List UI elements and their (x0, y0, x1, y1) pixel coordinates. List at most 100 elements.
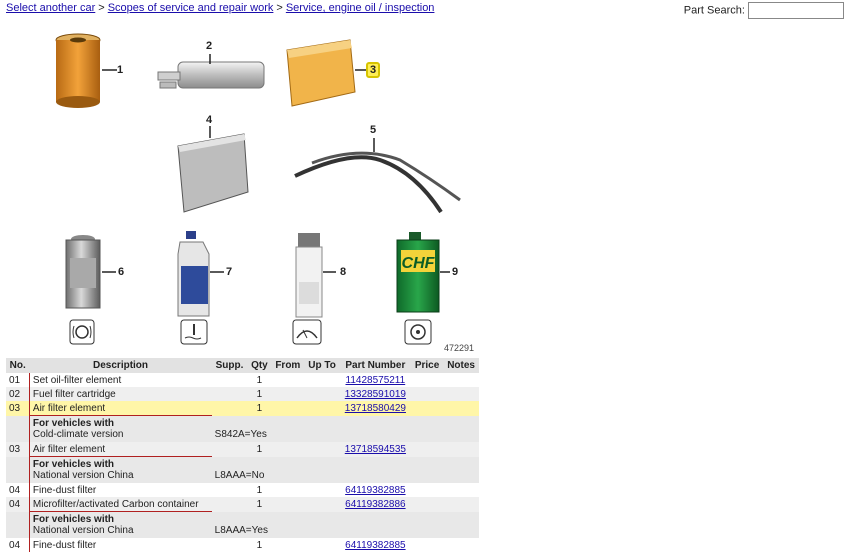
washer-fluid-bottle-illustration (295, 233, 336, 318)
callout-4[interactable]: 4 (206, 114, 213, 126)
parts-table-header: No. Description Supp. Qty From Up To Par… (6, 358, 479, 373)
row-number: 04 (6, 538, 30, 552)
part-number-link[interactable]: 11428575211 (345, 374, 406, 386)
steering-wheel-icon (404, 319, 432, 345)
note-condition: National version China (32, 525, 134, 536)
row-number: 04 (6, 497, 30, 512)
row-supp (211, 387, 248, 401)
fuel-filter-illustration (157, 54, 265, 89)
row-from (271, 401, 305, 416)
row-part-number: 13328591019 (339, 387, 411, 401)
row-part-number: 64119382885 (339, 483, 411, 497)
row-price (410, 401, 444, 416)
row-price (410, 442, 444, 457)
oil-filter-illustration (55, 33, 117, 108)
callout-2[interactable]: 2 (206, 40, 213, 52)
diagram-id: 472291 (444, 343, 475, 353)
callout-8[interactable]: 8 (340, 266, 347, 278)
row-from (271, 442, 305, 457)
note-spacer (6, 456, 30, 483)
col-supp: Supp. (211, 358, 248, 373)
row-qty: 1 (247, 401, 272, 416)
row-supp (211, 483, 248, 497)
callout-7[interactable]: 7 (226, 266, 233, 278)
callout-9[interactable]: 9 (452, 266, 459, 278)
row-price (410, 373, 444, 387)
note-title: For vehicles with (32, 514, 115, 525)
part-number-link[interactable]: 64119382885 (345, 484, 406, 496)
engine-oil-can-illustration (65, 235, 116, 309)
row-qty: 1 (247, 538, 272, 552)
row-supp (211, 538, 248, 552)
row-supp (211, 442, 248, 457)
air-filter-illustration (286, 39, 366, 107)
row-qty: 1 (247, 497, 272, 512)
col-from: From (271, 358, 305, 373)
cabin-filter-illustration (177, 126, 249, 213)
row-supp (211, 497, 248, 512)
row-price (410, 538, 444, 552)
callout-1[interactable]: 1 (117, 64, 124, 76)
note-condition: Cold-climate version (32, 429, 124, 440)
row-qty: 1 (247, 373, 272, 387)
row-upto (304, 483, 340, 497)
row-upto (304, 387, 340, 401)
callout-5[interactable]: 5 (370, 124, 377, 136)
chf-fluid-can-illustration: CHF (396, 232, 450, 313)
part-number-link[interactable]: 13718594535 (344, 443, 406, 455)
callout-3[interactable]: 3 (366, 62, 381, 78)
row-notes (443, 442, 479, 457)
row-notes (443, 538, 479, 552)
row-from (271, 497, 305, 512)
breadcrumb-select-car-link[interactable]: Select another car (6, 2, 96, 14)
row-notes (443, 483, 479, 497)
row-qty: 1 (247, 387, 272, 401)
breadcrumb-scopes-link[interactable]: Scopes of service and repair work (107, 2, 274, 14)
row-upto (304, 497, 340, 512)
part-number-link[interactable]: 64119382886 (345, 498, 406, 510)
breadcrumb: Select another car >Scopes of service and… (6, 2, 434, 14)
row-price (410, 497, 444, 512)
row-supp (211, 373, 248, 387)
part-number-link[interactable]: 64119382885 (345, 539, 406, 551)
row-description: Fuel filter cartridge (28, 387, 212, 401)
callout-6[interactable]: 6 (118, 266, 125, 278)
part-search: Part Search: (684, 2, 844, 19)
note-condition: National version China (32, 470, 134, 481)
row-notes (443, 401, 479, 416)
row-from (271, 483, 305, 497)
col-upto: Up To (304, 358, 340, 373)
note-spacer (6, 511, 30, 538)
row-upto (304, 442, 340, 457)
note-spacer (6, 415, 30, 442)
part-search-label: Part Search: (683, 4, 745, 17)
coolant-bottle-illustration (177, 231, 224, 317)
breadcrumb-separator: > (276, 2, 283, 14)
row-notes (443, 497, 479, 512)
note-title: For vehicles with (32, 418, 115, 429)
part-number-link[interactable]: 13718580429 (344, 402, 406, 414)
brake-symbol-icon (69, 319, 95, 345)
row-description: Microfilter/activated Carbon container (28, 497, 212, 512)
row-number: 03 (6, 442, 30, 457)
part-number-link[interactable]: 13328591019 (344, 388, 406, 400)
part-search-input[interactable] (748, 2, 844, 19)
row-description: Fine-dust filter (28, 538, 212, 552)
wiper-blades-illustration (294, 138, 461, 214)
coolant-temperature-icon (180, 319, 208, 345)
breadcrumb-service-link[interactable]: Service, engine oil / inspection (285, 2, 435, 14)
row-upto (304, 538, 340, 552)
note-code: L8AAA=Yes (211, 511, 479, 538)
